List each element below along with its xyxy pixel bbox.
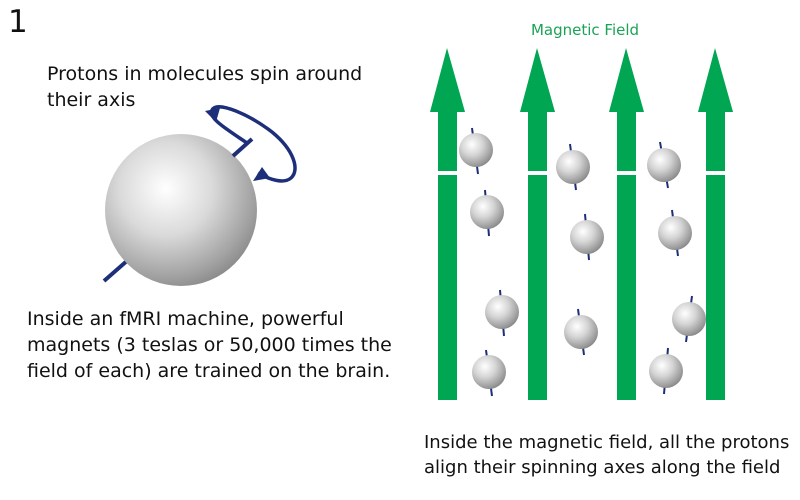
aligned-proton	[564, 308, 598, 356]
aligned-proton	[470, 189, 504, 237]
field-arrow-3	[609, 48, 644, 400]
step-number: 1	[8, 4, 28, 40]
magnet-caption: Inside an fMRI machine, powerful magnets…	[27, 308, 392, 382]
aligned-proton	[649, 347, 683, 395]
spin-axis-top	[231, 137, 254, 158]
aligned-proton	[459, 127, 493, 175]
spin-rotation-arrowhead	[253, 167, 270, 181]
spin-axis-bottom	[102, 258, 130, 283]
alignment-caption: Inside the magnetic field, all the proto…	[424, 432, 790, 478]
aligned-proton	[647, 141, 681, 189]
aligned-proton	[556, 143, 590, 191]
large-proton-sphere	[105, 134, 257, 286]
aligned-proton	[570, 213, 604, 261]
aligned-proton	[672, 295, 706, 343]
proton-spin-caption: Protons in molecules spin around their a…	[47, 63, 363, 111]
aligned-protons	[459, 127, 706, 397]
aligned-proton	[658, 209, 692, 257]
aligned-proton	[472, 349, 506, 397]
large-proton-group	[102, 105, 297, 286]
field-arrow-1	[430, 48, 465, 400]
spin-rotation-arrowtail	[205, 108, 220, 122]
field-arrow-2	[520, 48, 555, 400]
magnetic-field-label: Magnetic Field	[530, 21, 640, 39]
field-arrows	[430, 48, 733, 400]
aligned-proton	[485, 289, 519, 337]
field-arrow-4	[698, 48, 733, 400]
